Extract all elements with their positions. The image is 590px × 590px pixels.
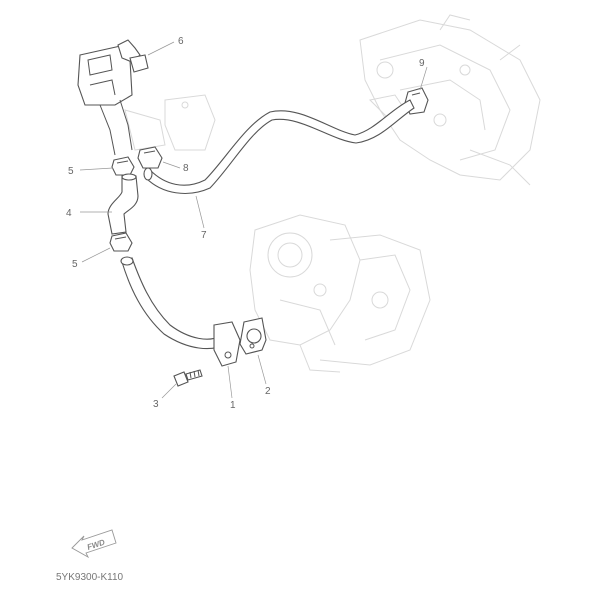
- callout-5-upper: 5: [68, 166, 74, 177]
- bolt[interactable]: [173, 369, 203, 387]
- air-hose[interactable]: [107, 173, 139, 235]
- callout-6: 6: [178, 36, 184, 47]
- callout-5-lower: 5: [72, 259, 78, 270]
- reed-valve-body[interactable]: [77, 39, 149, 156]
- gasket[interactable]: [239, 317, 267, 355]
- hose-clamp-5-upper[interactable]: [111, 156, 135, 176]
- callout-7: 7: [201, 230, 207, 241]
- callouts: 6 9 8 5 4 7 5 2 3 1: [66, 36, 425, 411]
- hose-clamp-5-lower[interactable]: [109, 232, 133, 252]
- hose-clamp-8[interactable]: [137, 146, 163, 169]
- callout-2: 2: [265, 386, 271, 397]
- callout-3: 3: [153, 399, 159, 410]
- air-induction-pipe[interactable]: [143, 99, 415, 194]
- engine-ghost-upper: [359, 14, 541, 186]
- callout-9: 9: [419, 58, 425, 69]
- fwd-direction-marker: FWD: [71, 529, 117, 559]
- air-pipe-lower[interactable]: [120, 256, 241, 367]
- engine-ghost-lower: [249, 214, 431, 373]
- fwd-arrow-icon: [71, 529, 117, 559]
- callout-4: 4: [66, 208, 72, 219]
- bracket-ghost: [124, 94, 216, 151]
- callout-1: 1: [230, 400, 236, 411]
- leader-lines: [79, 41, 428, 399]
- callout-8: 8: [183, 163, 189, 174]
- diagram-code: 5YK9300-K110: [56, 572, 124, 583]
